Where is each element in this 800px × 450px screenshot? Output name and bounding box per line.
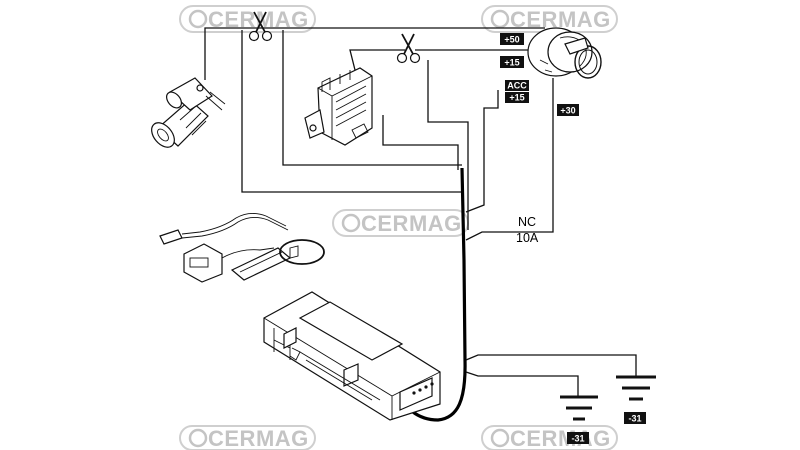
watermark-bottom-right: CERMAG	[481, 425, 618, 450]
wire-loop-inner	[282, 30, 462, 166]
relay-contact-label: NC	[518, 215, 536, 229]
terminal-label: +30	[560, 106, 575, 116]
ignition-switch-icon	[527, 27, 602, 79]
terminal-minus31-left: -31	[567, 432, 589, 444]
terminal-label: -31	[628, 414, 641, 424]
watermark-text: CERMAG	[510, 426, 611, 450]
cermag-logo-icon	[188, 9, 208, 29]
usb-cable-icon	[159, 213, 325, 283]
ground-symbol-icon	[616, 375, 656, 401]
terminal-plus30: +30	[557, 104, 579, 116]
terminal-label: -31	[571, 434, 584, 444]
fuse-rating-label: 10A	[516, 231, 539, 245]
ecu-engine-icon	[304, 67, 373, 146]
terminal-acc: ACC +15	[505, 80, 529, 103]
watermark-bottom-left: CERMAG	[179, 425, 316, 450]
terminal-plus50: +50	[500, 33, 524, 45]
terminal-label: +50	[504, 35, 519, 45]
terminal-minus31-right: -31	[624, 412, 646, 424]
cermag-logo-icon	[341, 213, 361, 233]
wire-plus15	[427, 60, 469, 230]
immobilizer-unit-icon	[263, 291, 441, 421]
ground-symbol-icon	[560, 395, 598, 421]
terminal-label: +15	[504, 58, 519, 68]
scissors-icon	[248, 11, 273, 42]
cermag-logo-icon	[490, 9, 510, 29]
wire-starter-plus50	[204, 27, 545, 80]
wire-ecu-harness	[382, 115, 459, 170]
cermag-logo-icon	[188, 428, 208, 448]
terminal-label: +15	[509, 93, 524, 103]
watermark-center: CERMAG	[332, 209, 469, 237]
wire-ground-left	[465, 371, 579, 396]
scissors-icon	[396, 33, 421, 64]
cermag-logo-icon	[490, 428, 510, 448]
watermark-text: CERMAG	[208, 426, 309, 450]
wire-acc	[465, 90, 499, 213]
wire-loop-left	[241, 30, 464, 193]
watermark-text: CERMAG	[361, 211, 462, 236]
terminal-label: ACC	[507, 81, 527, 91]
terminal-plus15: +15	[500, 56, 524, 68]
wire-ecu-top	[349, 49, 405, 71]
wire-ground-right	[465, 354, 637, 376]
wire-plus30	[465, 78, 554, 241]
starter-motor-icon	[151, 77, 226, 148]
